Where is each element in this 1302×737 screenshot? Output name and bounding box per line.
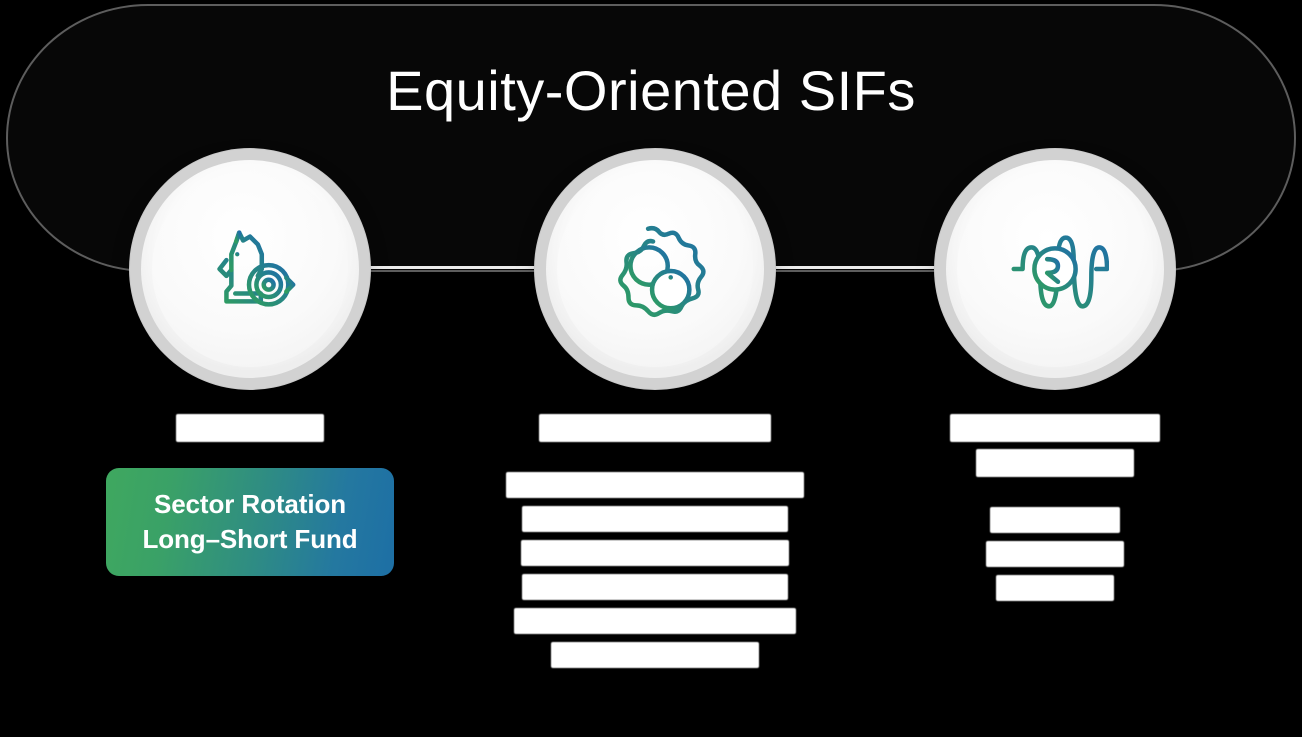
node-inner-how-it-works <box>557 171 753 367</box>
node-inner-redemption-frequency <box>957 171 1153 367</box>
redacted-body-line <box>522 506 788 532</box>
redacted-heading-line <box>176 414 324 442</box>
heading-strategy <box>70 414 430 442</box>
redacted-body-line <box>551 642 759 668</box>
page-title: Equity-Oriented SIFs <box>386 59 916 122</box>
node-circle-strategy[interactable] <box>141 160 359 378</box>
redacted-heading-line <box>539 414 771 442</box>
node-circle-redemption-frequency[interactable] <box>946 160 1164 378</box>
column-strategy: Sector Rotation Long–Short Fund <box>70 160 430 576</box>
body-redemption-frequency <box>875 507 1235 601</box>
rupee-volatility-icon <box>1011 235 1109 309</box>
heading-redemption-frequency <box>875 414 1235 477</box>
redacted-heading-line <box>976 449 1134 477</box>
redacted-body-line <box>996 575 1114 601</box>
chess-knight-target-icon <box>217 230 296 307</box>
redacted-body-line <box>514 608 796 634</box>
badge-sector-rotation-fund[interactable]: Sector Rotation Long–Short Fund <box>106 468 394 576</box>
redacted-body-line <box>990 507 1120 533</box>
heading-how-it-works <box>475 414 835 442</box>
column-redemption-frequency <box>875 160 1235 601</box>
body-how-it-works <box>475 472 835 668</box>
node-inner-strategy <box>152 171 348 367</box>
badge-label: Sector Rotation Long–Short Fund <box>142 489 358 554</box>
column-how-it-works <box>475 160 835 668</box>
redacted-body-line <box>986 541 1124 567</box>
redacted-body-line <box>521 540 789 566</box>
redacted-body-line <box>506 472 804 498</box>
node-circle-how-it-works[interactable] <box>546 160 764 378</box>
gear-info-icon <box>618 225 706 317</box>
redacted-body-line <box>522 574 788 600</box>
redacted-heading-line <box>950 414 1160 442</box>
